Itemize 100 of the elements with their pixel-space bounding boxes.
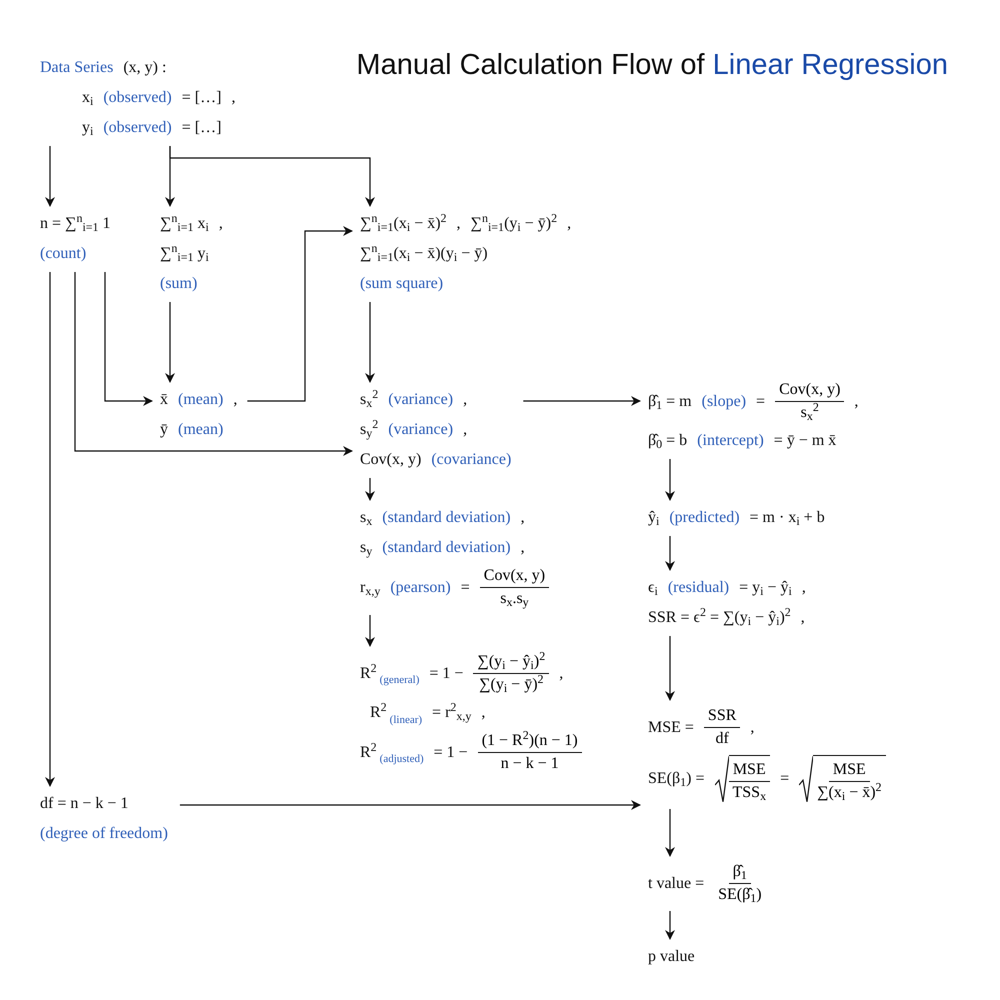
annotation-text: (standard deviation) bbox=[382, 508, 511, 528]
fraction-denominator: SE(β̂$_{1}$) bbox=[717, 885, 763, 905]
formula-text: , bbox=[520, 508, 525, 528]
formula-text: , bbox=[481, 703, 486, 723]
annotation-text: (observed) bbox=[103, 118, 172, 138]
formula-text: y$_{i}$ bbox=[82, 118, 94, 140]
annotation-text: (mean) bbox=[178, 390, 224, 410]
formula-text: Cov(x, y) bbox=[360, 450, 422, 470]
formula-text: n = ∑$^{n}$$_{i=1}$ 1 bbox=[40, 212, 111, 236]
fraction-numerator: MSE bbox=[728, 760, 770, 782]
fraction-denominator: TSS$_{x}$ bbox=[732, 783, 768, 803]
fraction-denominator: n − k − 1 bbox=[500, 754, 560, 774]
fraction-denominator: s$_{x}$.s$_{y}$ bbox=[499, 589, 530, 609]
formula-text: ∑$^{n}$$_{i=1}$ x$_{i}$ bbox=[160, 212, 209, 236]
formula-text: , bbox=[854, 392, 858, 412]
formula-text: ∑$^{n}$$_{i=1}$(y$_{i}$ − ȳ)$^{2}$ bbox=[470, 212, 558, 236]
formula-text: , bbox=[750, 718, 754, 738]
arrow bbox=[365, 302, 375, 383]
annotation-text: (mean) bbox=[178, 420, 224, 440]
formula-text: ∑$^{n}$$_{i=1}$(x$_{i}$ − x̄)(y$_{i}$ − ȳ) bbox=[360, 242, 488, 266]
annotation-text: (sum) bbox=[160, 274, 198, 294]
annotation-text: (standard deviation) bbox=[382, 538, 511, 558]
formula-text: ŷ$_{i}$ bbox=[648, 508, 660, 530]
formula-text: df = n − k − 1 bbox=[40, 794, 128, 814]
formula-text: = m · x$_{i}$ + b bbox=[750, 508, 825, 530]
formula-text: , bbox=[800, 608, 805, 628]
fraction-numerator: Cov(x, y) bbox=[775, 380, 844, 402]
formula-text: , bbox=[463, 420, 468, 440]
formula-text: R$^{2}$ bbox=[370, 701, 387, 723]
formula-text: = bbox=[460, 578, 470, 598]
annotation-text: (adjusted) bbox=[380, 752, 424, 768]
annotation-text: (variance) bbox=[388, 420, 454, 440]
annotation-text: (predicted) bbox=[669, 508, 740, 528]
formula-text: x$_{i}$ bbox=[82, 88, 94, 110]
formula-text: ∑$^{n}$$_{i=1}$(x$_{i}$ − x̄)$^{2}$ bbox=[360, 212, 447, 236]
formula-text: β̂$_{0}$ = b bbox=[648, 431, 688, 453]
formula-text: = […] bbox=[182, 118, 222, 138]
formula-text: = ȳ − m x̄ bbox=[774, 431, 836, 451]
formula-text: SE(β$_{1}$) = bbox=[648, 769, 704, 791]
formula-text: = […] bbox=[182, 88, 222, 108]
formula-text: , bbox=[567, 214, 572, 234]
formula-text: = bbox=[780, 769, 790, 789]
formula-text: R$^{2}$ bbox=[360, 740, 377, 762]
annotation-text: (observed) bbox=[103, 88, 172, 108]
annotation-text: (general) bbox=[380, 673, 420, 688]
formula-text: = bbox=[756, 392, 766, 412]
arrow bbox=[169, 146, 375, 207]
arrow bbox=[45, 146, 55, 207]
arrow bbox=[365, 478, 375, 501]
formula-text: , bbox=[218, 214, 223, 234]
fraction-numerator: SSR bbox=[704, 706, 740, 728]
fraction-numerator: β̂$_{1}$ bbox=[728, 862, 751, 884]
annotation-text: (covariance) bbox=[431, 450, 512, 470]
formula-text: , bbox=[559, 664, 564, 684]
arrow bbox=[665, 459, 675, 501]
arrow bbox=[665, 636, 675, 701]
formula-text: x̄ bbox=[160, 390, 168, 410]
annotation-text: (slope) bbox=[702, 392, 746, 412]
annotation-text: (linear) bbox=[390, 712, 422, 728]
formula-text: , bbox=[233, 390, 238, 410]
formula-text: ȳ bbox=[160, 420, 168, 440]
formula-text: MSE = bbox=[648, 718, 694, 738]
formula-text: = 1 − bbox=[429, 664, 464, 684]
formula-text: , bbox=[231, 88, 236, 108]
arrow bbox=[74, 272, 353, 456]
annotation-text: (count) bbox=[40, 244, 86, 264]
arrow bbox=[365, 615, 375, 647]
fraction-denominator: ∑(x$_{i}$ − x̄)$^{2}$ bbox=[816, 782, 883, 803]
arrow bbox=[665, 536, 675, 571]
formula-text: r$_{x,y}$ bbox=[360, 578, 380, 600]
formula-text: t value = bbox=[648, 874, 704, 894]
formula-text: R$^{2}$ bbox=[360, 662, 377, 684]
formula-text: ϵ$_{i}$ bbox=[648, 578, 658, 600]
annotation-text: (pearson) bbox=[390, 578, 451, 598]
arrow bbox=[247, 226, 353, 402]
formula-text: SSR = ϵ$^{2}$ = ∑(y$_{i}$ − ŷ$_{i}$)$^{2}$ bbox=[648, 606, 791, 630]
fraction-numerator: MSE bbox=[828, 760, 870, 782]
fraction-numerator: ∑(y$_{i}$ − ŷ$_{i}$)$^{2}$ bbox=[473, 652, 550, 674]
formula-text: = y$_{i}$ − ŷ$_{i}$ bbox=[739, 578, 792, 600]
formula-text: , bbox=[463, 390, 468, 410]
formula-text: s$_{x}$ bbox=[360, 508, 372, 530]
fraction-denominator: df bbox=[714, 729, 730, 749]
formula-text: , bbox=[802, 578, 806, 598]
formula-text: (x, y) : bbox=[123, 58, 166, 78]
fraction-denominator: ∑(y$_{i}$ − ȳ)$^{2}$ bbox=[478, 674, 545, 695]
annotation-text: (variance) bbox=[388, 390, 454, 410]
fraction-numerator: (1 − R$^{2}$)(n − 1) bbox=[478, 731, 582, 753]
annotation-text: Data Series bbox=[40, 58, 114, 78]
fraction-numerator: Cov(x, y) bbox=[480, 566, 550, 588]
formula-text: s$_{y}$ bbox=[360, 538, 372, 560]
annotation-text: (residual) bbox=[668, 578, 730, 598]
annotation-text: (sum square) bbox=[360, 274, 444, 294]
arrow bbox=[523, 396, 641, 406]
formula-text: , bbox=[456, 214, 461, 234]
formula-text: β̂$_{1}$ = m bbox=[648, 392, 692, 414]
formula-text: ∑$^{n}$$_{i=1}$ y$_{i}$ bbox=[160, 242, 209, 266]
title: Manual Calculation Flow of Linear Regression bbox=[356, 48, 948, 83]
annotation-text: (intercept) bbox=[697, 431, 764, 451]
arrow bbox=[165, 302, 175, 383]
arrow bbox=[104, 272, 153, 406]
